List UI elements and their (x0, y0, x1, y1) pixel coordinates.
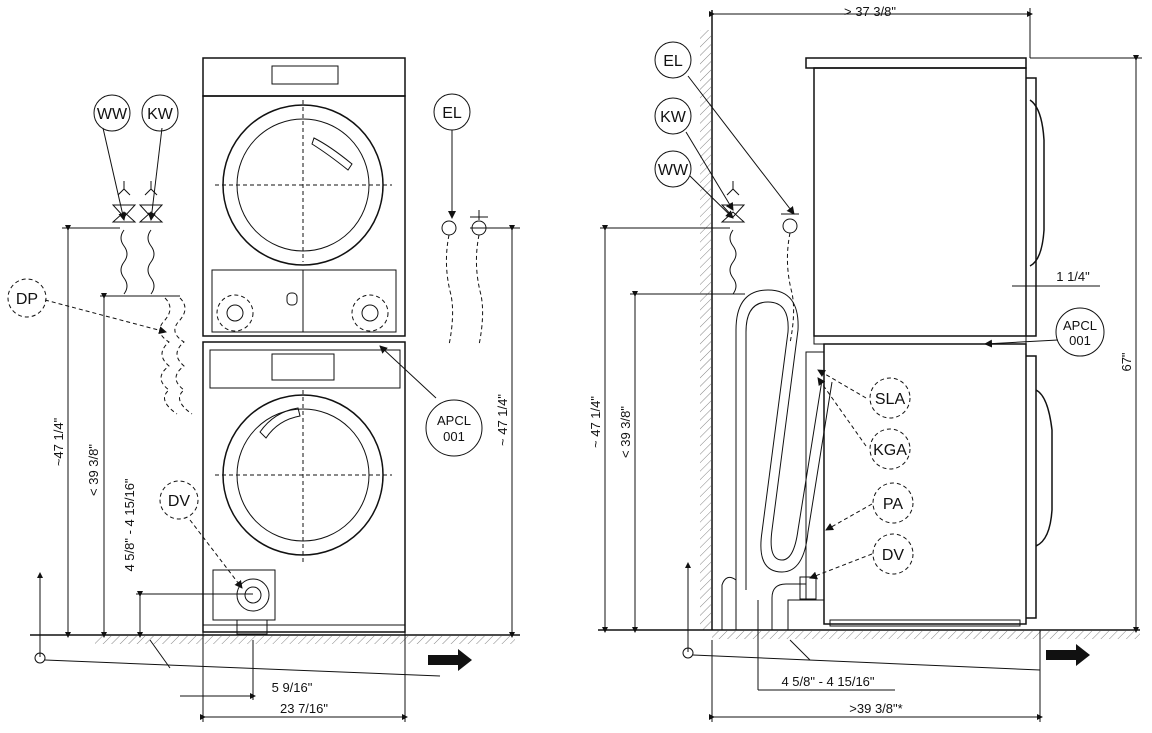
callout-kw-side (654, 97, 692, 135)
label-apcl-side-2: 001 (1069, 333, 1091, 348)
dim-front-dv-height: 4 5/8" - 4 15/16" (122, 478, 137, 571)
front-washer-top-panel (209, 349, 401, 389)
dim-side-top-depth: > 37 3/8" (844, 4, 896, 19)
side-dryer-top (805, 57, 1027, 69)
dim-front-height-left: ~47 1/4" (51, 417, 66, 466)
callout-apcl-side (1055, 307, 1105, 357)
front-washer-display (271, 353, 335, 381)
front-dryer-top-panel (202, 57, 406, 97)
dim-front-width: 23 7/16" (280, 701, 328, 716)
label-kga: KGA (873, 442, 907, 459)
label-dp-front: DP (16, 291, 38, 308)
callout-dv-front (159, 480, 199, 520)
label-apcl-front-1: APCL (437, 413, 471, 428)
callout-el-front (433, 93, 471, 131)
side-divider (813, 335, 1027, 345)
front-drain-box (212, 569, 276, 621)
label-kw-side: KW (660, 109, 687, 126)
dim-front-height-right: ~ 47 1/4" (495, 394, 510, 446)
dim-front-dv-offset: 5 9/16" (272, 680, 313, 695)
callout-dp-front (7, 278, 47, 318)
front-floor-hatch (95, 636, 515, 644)
dim-side-drain-height: < 39 3/8" (618, 406, 633, 458)
front-washer-body (202, 341, 406, 633)
side-washer-body (823, 343, 1027, 625)
callout-kw-front (141, 94, 179, 132)
dim-side-dv-height: 4 5/8" - 4 15/16" (781, 674, 874, 689)
label-apcl-front-2: 001 (443, 429, 465, 444)
front-dryer-body (202, 95, 406, 337)
front-view: WW KW EL DP DV APCL 001 ~47 1/4" < 39 3/… (7, 57, 520, 722)
label-kw-front: KW (147, 106, 174, 123)
label-sla: SLA (875, 391, 906, 408)
side-drain-hose (735, 289, 823, 590)
label-apcl-side-1: APCL (1063, 318, 1097, 333)
dim-side-bottom-depth: >39 3/8"* (849, 701, 902, 716)
callout-apcl-front (425, 399, 483, 457)
callout-pa (872, 482, 914, 524)
callout-dv-side (872, 533, 914, 575)
front-dryer-lower-panel (211, 269, 397, 333)
callout-ww-front (93, 94, 131, 132)
callout-kga (869, 428, 911, 470)
side-view: EL KW WW APCL 001 SLA KGA PA DV > 37 3/8… (588, 4, 1142, 722)
callout-el-side (654, 41, 692, 79)
side-dryer-body (813, 67, 1027, 337)
dim-front-drain-height: < 39 3/8" (86, 444, 101, 496)
dim-side-total-height: 67" (1119, 352, 1134, 371)
label-el-front: EL (442, 105, 462, 122)
label-ww-side: WW (658, 162, 689, 179)
label-pa: PA (883, 496, 903, 513)
callout-ww-side (654, 150, 692, 188)
front-dryer-display (271, 65, 339, 85)
label-ww-front: WW (97, 106, 128, 123)
dim-side-gap: 1 1/4" (1056, 269, 1090, 284)
label-el-side: EL (663, 53, 683, 70)
dim-side-height-left: ~ 47 1/4" (588, 396, 603, 448)
label-dv-front: DV (168, 493, 191, 510)
label-dv-side: DV (882, 547, 905, 564)
callout-sla (869, 377, 911, 419)
